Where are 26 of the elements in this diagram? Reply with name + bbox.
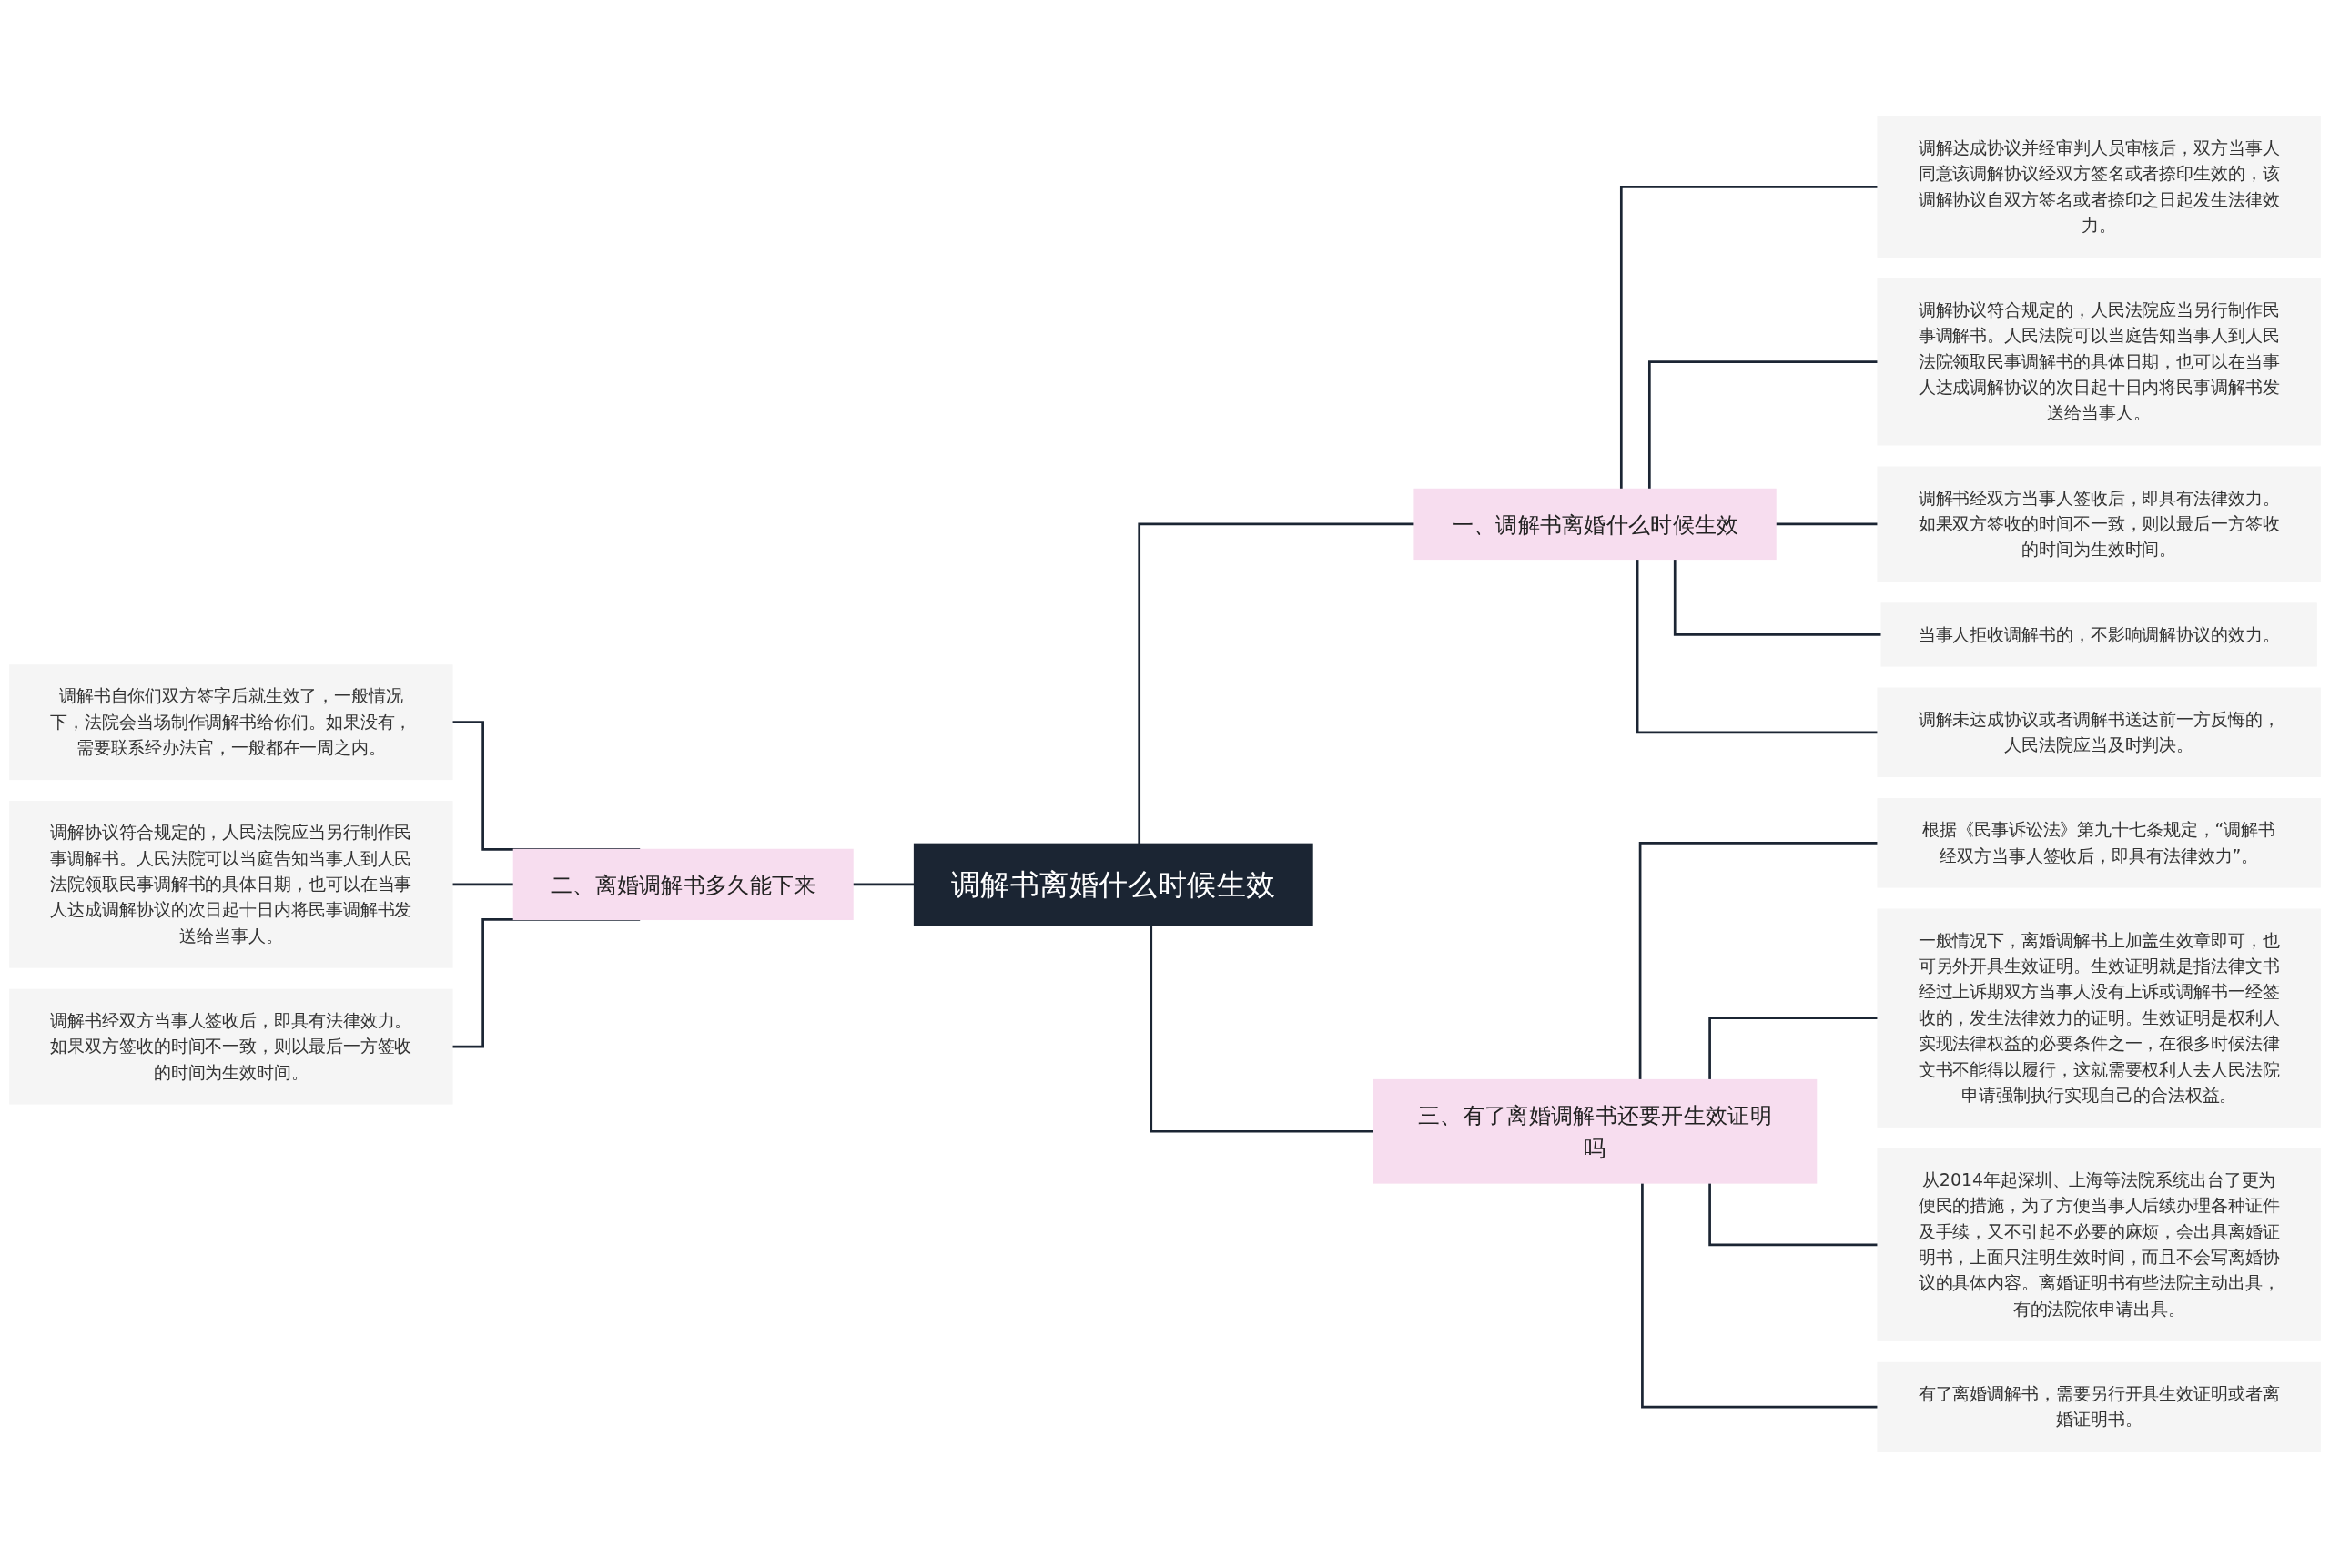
node-box: 调解达成协议并经审判人员审核后，双方当事人同意该调解协议经双方签名或者捺印生效的，该调解协议自双方签名或者捺印之日起发生法律效力。	[1877, 116, 2321, 258]
node-box: 调解书自你们双方签字后就生效了，一般情况下，法院会当场制作调解书给你们。如果没有，需要联系经办法官，一般都在一周之内。	[9, 664, 453, 781]
node-box: 三、有了离婚调解书还要开生效证明吗	[1373, 1078, 1818, 1184]
node-box: 从2014年起深圳、上海等法院系统出台了更为便民的措施，为了方便当事人后续办理各种证件及手续，又不引起不必要的麻烦，会出具离婚证明书，上面只注明生效时间，而且不会写离婚协议的具体内容。离婚证明书有些法院主动出具，有的法院依申请出具。	[1877, 1148, 2321, 1341]
node-box: 调解协议符合规定的，人民法院应当另行制作民事调解书。人民法院可以当庭告知当事人到人民法院领取民事调解书的具体日期，也可以在当事人达成调解协议的次日起十日内将民事调解书发送给当事人。	[9, 801, 453, 968]
connector	[1641, 1183, 1879, 1409]
node-box: 二、离婚调解书多久能下来	[512, 848, 854, 921]
connector	[1150, 925, 1374, 1133]
node-box: 一、调解书离婚什么时候生效	[1413, 488, 1777, 561]
connector	[1648, 360, 1879, 490]
node-box: 调解书经双方当事人签收后，即具有法律效力。如果双方签收的时间不一致，则以最后一方签收的时间为生效时间。	[9, 988, 453, 1105]
connector	[1619, 185, 1879, 490]
node-box: 调解未达成协议或者调解书送达前一方反悔的，人民法院应当及时判决。	[1877, 687, 2321, 778]
node-box: 根据《民事诉讼法》第九十七条规定，“调解书经双方当事人签收后，即具有法律效力”。	[1877, 798, 2321, 888]
node-box: 有了离婚调解书，需要另行开具生效证明或者离婚证明书。	[1877, 1361, 2321, 1452]
connector	[1708, 1183, 1879, 1247]
connector	[1138, 522, 1415, 845]
node-box: 当事人拒收调解书的，不影响调解协议的效力。	[1880, 602, 2317, 667]
connector	[1673, 559, 1882, 636]
node-box: 调解协议符合规定的，人民法院应当另行制作民事调解书。人民法院可以当庭告知当事人到人民法院领取民事调解书的具体日期，也可以在当事人达成调解协议的次日起十日内将民事调解书发送给当事人。	[1877, 278, 2321, 446]
connector	[1636, 559, 1879, 734]
node-box: 调解书经双方当事人签收后，即具有法律效力。如果双方签收的时间不一致，则以最后一方签收的时间为生效时间。	[1877, 466, 2321, 582]
connector	[1638, 841, 1879, 1080]
connector	[1708, 1017, 1879, 1080]
node-box: 调解书离婚什么时候生效	[913, 843, 1313, 926]
node-box: 一般情况下，离婚调解书上加盖生效章即可，也可另外开具生效证明。生效证明就是指法律文书经过上诉期双方当事人没有上诉或调解书一经签收的，发生法律效力的证明。生效证明是权利人实现法律权益的必要条件之一，在很多时候法律文书不能得以履行，这就需要权利人去人民法院申请强制执行实现自己的合法权益。	[1877, 908, 2321, 1128]
